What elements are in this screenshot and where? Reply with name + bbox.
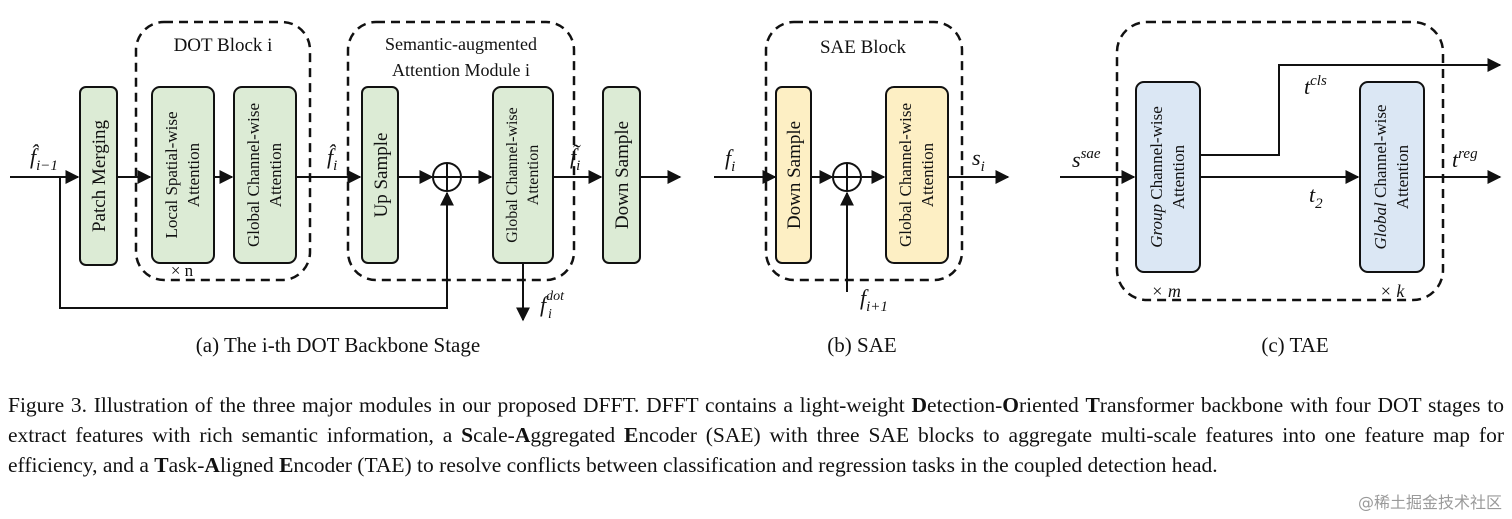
repeat-k-label: × k	[1380, 281, 1406, 301]
sam-global-label-1: Global Channel-wise	[504, 107, 521, 243]
panel-a: DOT Block i Semantic-augmented Attention…	[10, 20, 682, 357]
sae-input-label: fi	[725, 145, 735, 175]
down-sample-label-b: Down Sample	[784, 121, 805, 229]
tae-container	[1115, 20, 1445, 302]
sae-output-label: si	[972, 145, 985, 175]
sam-title-line1: Semantic-augmented	[385, 34, 537, 54]
global-attention-label-2: Attention	[266, 142, 285, 207]
down-sample-label-a: Down Sample	[612, 121, 633, 229]
tae-global-attention-box	[1359, 81, 1425, 273]
up-sample-label: Up Sample	[371, 133, 392, 218]
global-attention-box	[233, 86, 297, 264]
architecture-diagram: DOT Block i Semantic-augmented Attention…	[10, 20, 1502, 357]
group-attention-label-1: Group Channel-wise	[1147, 106, 1166, 248]
tae-global-label-2: Attention	[1393, 144, 1412, 209]
local-attention-label-2: Attention	[184, 142, 203, 207]
tae-input-label: ssae	[1072, 146, 1101, 172]
tae-t2-label: t2	[1309, 182, 1323, 212]
sae-block-container	[764, 20, 964, 282]
panel-b-title: (b) SAE	[827, 333, 896, 357]
global-attention-label-1: Global Channel-wise	[244, 103, 263, 247]
down-sample-box-a	[602, 86, 641, 264]
dot-block-container	[134, 20, 312, 282]
down-sample-box-b	[775, 86, 812, 264]
panel-c-title: (c) TAE	[1261, 333, 1328, 357]
input-f-hat-label: f̂i−1	[30, 144, 58, 174]
patch-merging-box	[79, 86, 118, 266]
tae-global-label-1: Global Channel-wise	[1371, 105, 1390, 250]
sae-global-label-1: Global Channel-wise	[896, 103, 915, 247]
repeat-n-label: × n	[171, 261, 194, 280]
up-sample-box	[361, 86, 399, 264]
tae-cls-label: tcls	[1304, 73, 1327, 99]
repeat-m-label: × m	[1151, 281, 1181, 301]
sam-container	[346, 20, 576, 282]
sae-bottom-label: fi+1	[860, 285, 888, 315]
sae-global-label-2: Attention	[918, 142, 937, 207]
sam-title-line2: Attention Module i	[392, 60, 530, 80]
watermark: @稀土掘金技术社区	[1357, 493, 1502, 512]
mid-f-hat-label: f̂i	[327, 144, 337, 174]
sam-global-label-2: Attention	[525, 145, 542, 205]
patch-merging-label: Patch Merging	[89, 119, 110, 232]
sae-global-attention-box	[885, 86, 949, 264]
group-attention-box	[1135, 81, 1201, 273]
panel-a-title: (a) The i-th DOT Backbone Stage	[196, 333, 480, 357]
sae-block-title: SAE Block	[820, 37, 907, 58]
figure-caption: Figure 3. Illustration of the three majo…	[8, 393, 1504, 477]
tilde-f-label: f̃i	[570, 144, 581, 174]
dot-block-title: DOT Block i	[174, 35, 273, 56]
sam-global-attention-box	[492, 86, 554, 264]
tae-reg-label: treg	[1452, 146, 1478, 172]
panel-b: SAE Block Down Sample Global Channel-wis…	[714, 20, 1010, 357]
group-attention-label-2: Attention	[1169, 144, 1188, 209]
panel-c: Group Channel-wise Attention Global Chan…	[1060, 20, 1502, 357]
local-attention-box	[151, 86, 215, 264]
local-attention-label-1: Local Spatial-wise	[162, 112, 181, 239]
